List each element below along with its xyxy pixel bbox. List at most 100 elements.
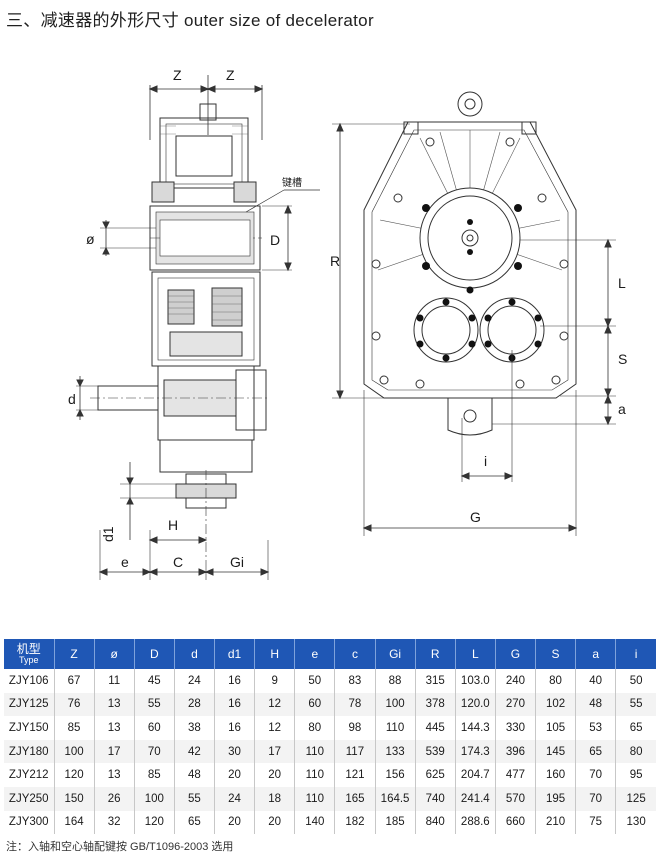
value-cell: 98 bbox=[334, 716, 376, 740]
value-cell: 28 bbox=[174, 692, 216, 717]
value-cell: 53 bbox=[575, 716, 617, 740]
label-L: L bbox=[618, 275, 626, 291]
header-cell: a bbox=[575, 639, 617, 669]
label-e: e bbox=[121, 554, 129, 570]
value-cell: 241.4 bbox=[455, 786, 496, 811]
value-cell: 45 bbox=[134, 669, 175, 693]
value-cell: 65 bbox=[575, 739, 617, 764]
header-cell: c bbox=[334, 639, 376, 669]
value-cell: 78 bbox=[334, 692, 376, 717]
value-cell: 121 bbox=[334, 763, 376, 787]
label-phi: ø bbox=[86, 231, 95, 247]
value-cell: 76 bbox=[54, 692, 95, 717]
header-cell: Gi bbox=[375, 639, 416, 669]
value-cell: 24 bbox=[214, 786, 256, 811]
value-cell: 140 bbox=[294, 810, 336, 835]
value-cell: 164.5 bbox=[375, 786, 416, 811]
label-Gi: Gi bbox=[230, 554, 244, 570]
header-cell: G bbox=[495, 639, 537, 669]
value-cell: 42 bbox=[174, 739, 216, 764]
value-cell: 110 bbox=[294, 763, 336, 787]
footnote: 注：入轴和空心轴配键按 GB/T1096-2003 选用 bbox=[6, 841, 234, 853]
value-cell: 130 bbox=[615, 810, 656, 835]
value-cell: 17 bbox=[94, 739, 135, 764]
model-cell: ZJY300 bbox=[4, 810, 55, 835]
value-cell: 270 bbox=[495, 692, 537, 717]
value-cell: 125 bbox=[615, 786, 656, 811]
label-d1: d1 bbox=[100, 526, 116, 542]
value-cell: 65 bbox=[174, 810, 216, 835]
value-cell: 18 bbox=[254, 786, 296, 811]
header-cell: D bbox=[134, 639, 175, 669]
value-cell: 55 bbox=[615, 692, 656, 717]
value-cell: 378 bbox=[415, 692, 456, 717]
value-cell: 13 bbox=[94, 692, 135, 717]
header-cell: Z bbox=[54, 639, 95, 669]
model-cell: ZJY250 bbox=[4, 786, 55, 811]
value-cell: 20 bbox=[254, 763, 296, 787]
label-d: d bbox=[68, 391, 76, 407]
value-cell: 195 bbox=[535, 786, 577, 811]
value-cell: 55 bbox=[134, 692, 175, 717]
value-cell: 65 bbox=[615, 716, 656, 740]
decelerator-drawing: Z Z 键槽 ø D d d1 H e C Gi R L S a i G bbox=[68, 67, 627, 580]
value-cell: 840 bbox=[415, 810, 456, 835]
value-cell: 11 bbox=[94, 669, 135, 693]
value-cell: 9 bbox=[254, 669, 296, 693]
value-cell: 20 bbox=[214, 763, 256, 787]
value-cell: 70 bbox=[575, 763, 617, 787]
value-cell: 13 bbox=[94, 763, 135, 787]
value-cell: 80 bbox=[294, 716, 336, 740]
value-cell: 103.0 bbox=[455, 669, 496, 693]
value-cell: 80 bbox=[535, 669, 577, 693]
value-cell: 17 bbox=[254, 739, 296, 764]
value-cell: 30 bbox=[214, 739, 256, 764]
header-cell: S bbox=[535, 639, 577, 669]
value-cell: 740 bbox=[415, 786, 456, 811]
model-cell: ZJY125 bbox=[4, 692, 55, 717]
header-type-sublabel: Type bbox=[18, 655, 39, 665]
value-cell: 70 bbox=[575, 786, 617, 811]
value-cell: 85 bbox=[134, 763, 175, 787]
value-cell: 13 bbox=[94, 716, 135, 740]
model-cell: ZJY150 bbox=[4, 716, 55, 740]
value-cell: 477 bbox=[495, 763, 537, 787]
value-cell: 625 bbox=[415, 763, 456, 787]
header-cell: d bbox=[174, 639, 216, 669]
value-cell: 165 bbox=[334, 786, 376, 811]
value-cell: 288.6 bbox=[455, 810, 496, 835]
value-cell: 660 bbox=[495, 810, 537, 835]
value-cell: 50 bbox=[294, 669, 336, 693]
value-cell: 32 bbox=[94, 810, 135, 835]
value-cell: 100 bbox=[134, 786, 175, 811]
value-cell: 445 bbox=[415, 716, 456, 740]
value-cell: 117 bbox=[334, 739, 376, 764]
value-cell: 110 bbox=[375, 716, 416, 740]
value-cell: 95 bbox=[615, 763, 656, 787]
value-cell: 60 bbox=[294, 692, 336, 717]
label-C: C bbox=[173, 554, 183, 570]
label-S: S bbox=[618, 351, 627, 367]
value-cell: 20 bbox=[214, 810, 256, 835]
value-cell: 60 bbox=[134, 716, 175, 740]
value-cell: 120.0 bbox=[455, 692, 496, 717]
value-cell: 38 bbox=[174, 716, 216, 740]
value-cell: 80 bbox=[615, 739, 656, 764]
value-cell: 156 bbox=[375, 763, 416, 787]
value-cell: 133 bbox=[375, 739, 416, 764]
value-cell: 55 bbox=[174, 786, 216, 811]
value-cell: 396 bbox=[495, 739, 537, 764]
value-cell: 539 bbox=[415, 739, 456, 764]
label-D: D bbox=[270, 232, 280, 248]
label-a: a bbox=[618, 401, 626, 417]
value-cell: 48 bbox=[174, 763, 216, 787]
model-cell: ZJY180 bbox=[4, 739, 55, 764]
value-cell: 48 bbox=[575, 692, 617, 717]
value-cell: 83 bbox=[334, 669, 376, 693]
